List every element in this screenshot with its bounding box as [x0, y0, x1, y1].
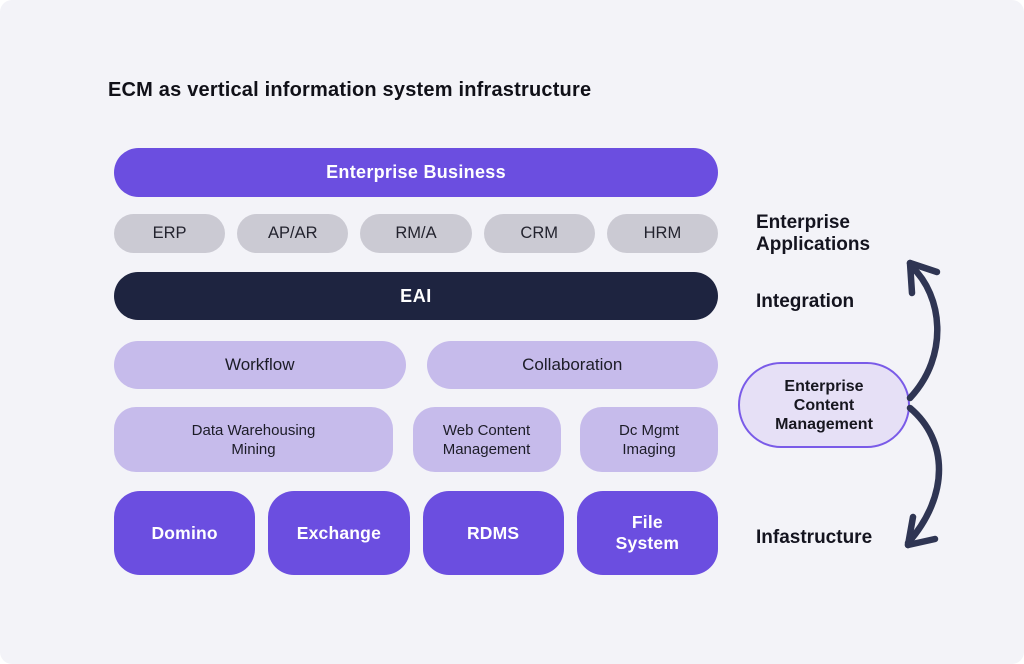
block-label-line: Mining [231, 440, 276, 458]
block-label-line: Dc Mgmt [619, 421, 679, 439]
workflow-block: Workflow [114, 341, 406, 389]
ecm-label-line: Enterprise [784, 377, 864, 395]
middleware-row: Workflow Collaboration [114, 341, 718, 389]
block-label-line: System [615, 533, 680, 553]
web-content-management-block: Web Content Management [412, 407, 561, 472]
block-label-line: Domino [151, 522, 218, 543]
enterprise-business-bar: Enterprise Business [114, 148, 718, 197]
integration-label: Integration [756, 291, 855, 312]
app-pill-hrm: HRM [606, 214, 719, 253]
infrastructure-label: Infastructure [756, 527, 873, 548]
block-label-line: Exchange [296, 522, 382, 543]
block-label-line: File [631, 512, 663, 532]
enterprise-applications-label: Enterprise Applications [756, 212, 870, 256]
app-pill-rma: RM/A [360, 214, 472, 253]
diagram-title: ECM as vertical information system infra… [108, 79, 592, 101]
block-label-line: RDMS [466, 522, 520, 543]
ecm-label-line: Content [793, 396, 855, 414]
app-pill-apar: AP/AR [237, 214, 349, 253]
rdms-block: RDMS [422, 491, 564, 575]
ecm-up-arrow [906, 259, 941, 402]
exchange-block: Exchange [268, 491, 410, 575]
data-warehousing-block: Data Warehousing Mining [114, 407, 393, 472]
content-services-row: Data Warehousing Mining Web Content Mana… [114, 407, 718, 472]
ecm-label-line: Management [775, 415, 873, 433]
label-line: Enterprise [756, 212, 850, 233]
collaboration-block: Collaboration [426, 341, 718, 389]
eai-bar: EAI [114, 272, 718, 320]
block-label-line: Management [442, 440, 531, 458]
dc-mgmt-imaging-block: Dc Mgmt Imaging [580, 407, 718, 472]
block-label-line: Data Warehousing [191, 421, 316, 439]
enterprise-content-management-pill: Enterprise Content Management [738, 362, 910, 448]
eai-row: EAI [114, 272, 718, 320]
label-line: Applications [756, 234, 871, 255]
app-pill-erp: ERP [114, 214, 226, 253]
ecm-down-arrow [904, 404, 943, 549]
ecm-arrows [904, 259, 943, 549]
file-system-block: File System [576, 491, 718, 575]
infrastructure-row: Domino Exchange RDMS File System [114, 491, 718, 575]
domino-block: Domino [114, 491, 256, 575]
enterprise-business-row: Enterprise Business [114, 148, 718, 197]
application-pills-row: ERP AP/AR RM/A CRM HRM [114, 214, 719, 253]
app-pill-crm: CRM [483, 214, 595, 253]
block-label-line: Web Content [442, 421, 531, 439]
block-label-line: Imaging [622, 440, 676, 458]
